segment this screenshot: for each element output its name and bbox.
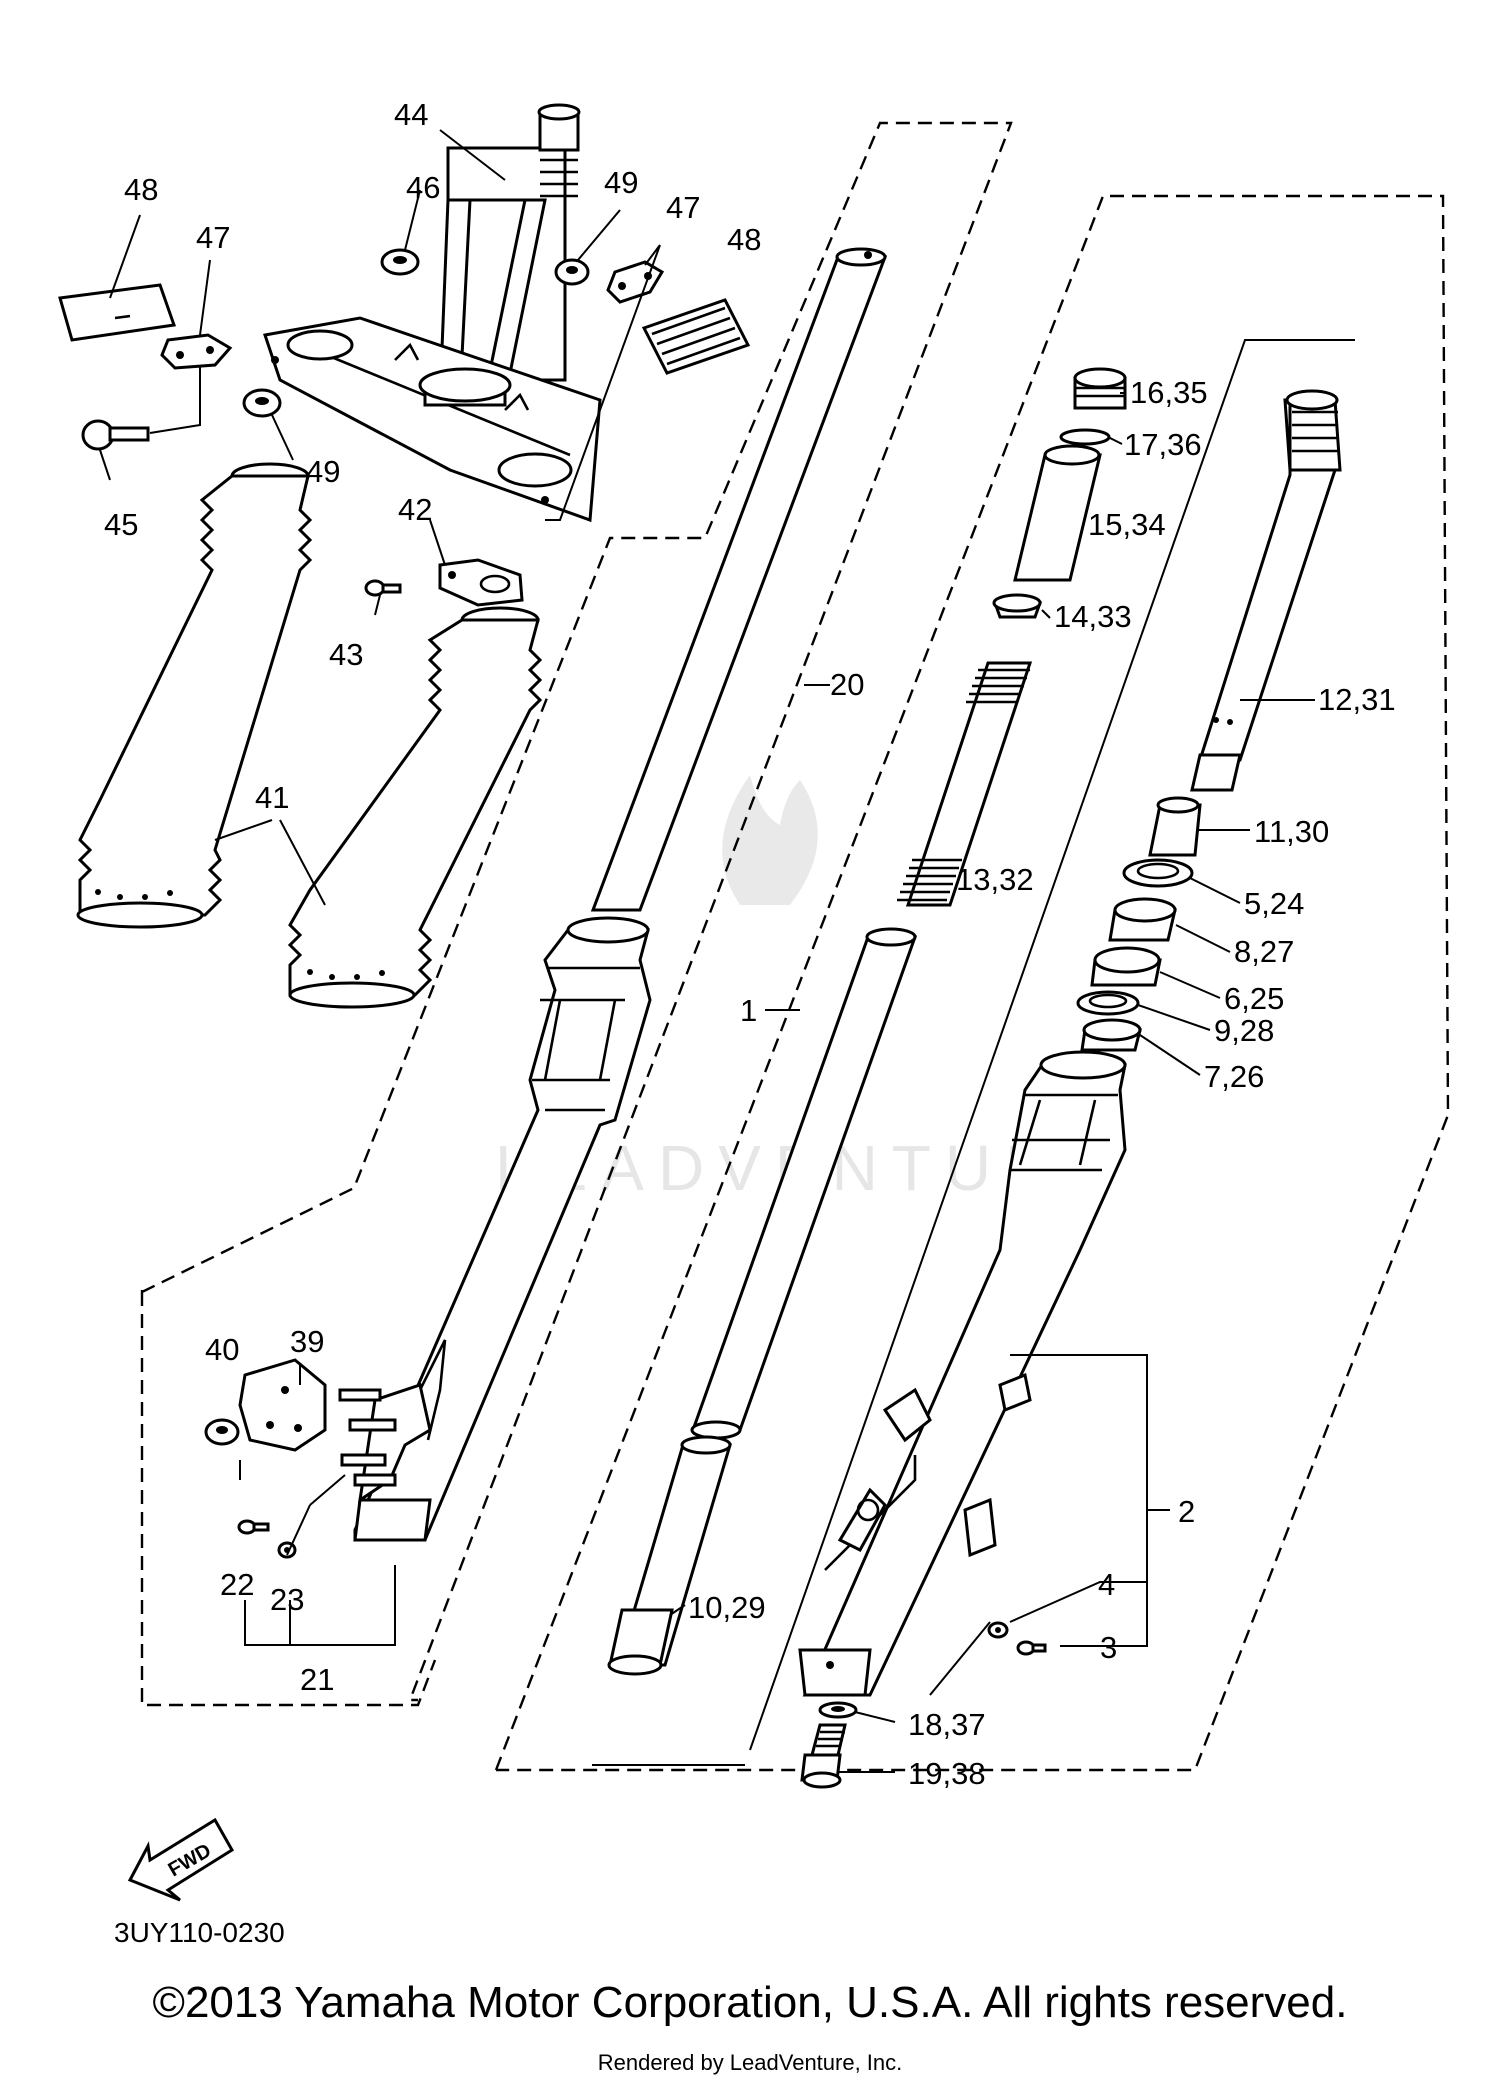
label-23: 23 [270, 1582, 304, 1617]
spacer-15-34 [1013, 444, 1102, 582]
axle-holder-39 [238, 1358, 327, 1452]
label-4: 4 [1098, 1567, 1115, 1602]
dust-seal-5-24 [1122, 858, 1194, 888]
bolt-45 [81, 419, 150, 451]
piston-metal-11-30 [1148, 796, 1202, 857]
nut-40 [204, 1418, 240, 1446]
o-ring-17-36 [1059, 428, 1111, 446]
cap-bolt-16-35 [1073, 367, 1127, 410]
label-22: 22 [220, 1567, 254, 1602]
label-46: 46 [406, 170, 440, 205]
taper-spindle-10-29 [607, 1435, 733, 1676]
label-18-37: 18,37 [908, 1707, 986, 1742]
label-5-24: 5,24 [1244, 886, 1304, 921]
label-45: 45 [104, 507, 138, 542]
studs [338, 1388, 397, 1487]
drain-bolt-3 [1016, 1640, 1047, 1656]
label-49-top: 49 [604, 165, 638, 200]
label-39: 39 [290, 1324, 324, 1359]
label-48-left: 48 [124, 172, 158, 207]
label-9-28: 9,28 [1214, 1013, 1274, 1048]
label-40: 40 [205, 1332, 239, 1367]
label-7-26: 7,26 [1204, 1059, 1264, 1094]
fork-boot-41-right [287, 606, 543, 1009]
part-labels: 44 46 49 47 48 48 47 45 49 42 43 41 20 1… [104, 97, 1396, 1791]
label-21: 21 [300, 1662, 334, 1697]
label-2: 2 [1178, 1494, 1195, 1529]
label-16-35: 16,35 [1130, 375, 1208, 410]
label-11-30: 11,30 [1254, 814, 1329, 849]
guide-42 [438, 558, 524, 607]
steering-stem-44 [263, 103, 602, 523]
copper-washer-18-37 [818, 1701, 858, 1719]
label-19-38: 19,38 [908, 1756, 986, 1791]
rendered-by-credit: Rendered by LeadVenture, Inc. [597, 2050, 903, 2075]
label-1: 1 [740, 993, 757, 1028]
collar-46 [380, 248, 420, 276]
label-14-33: 14,33 [1054, 599, 1132, 634]
inner-tube-12-31 [1190, 389, 1342, 792]
label-44: 44 [394, 97, 428, 132]
label-15-34: 15,34 [1088, 507, 1166, 542]
label-17-36: 17,36 [1124, 427, 1202, 462]
dashed-outline-right [494, 194, 1450, 1772]
bracket-47-right [606, 260, 665, 304]
fork-spring-13-32 [897, 661, 1033, 907]
label-20: 20 [830, 667, 864, 702]
outer-tube-left [353, 916, 652, 1542]
washer-9-28 [1076, 990, 1140, 1016]
label-49-bottom: 49 [306, 454, 340, 489]
copyright-notice: ©2013 Yamaha Motor Corporation, U.S.A. A… [152, 1978, 1348, 2027]
label-8-27: 8,27 [1234, 934, 1294, 969]
collar-49-upper [554, 258, 590, 286]
label-48-right: 48 [727, 222, 761, 257]
allen-bolt-19-38 [800, 1723, 847, 1789]
label-10-29: 10,29 [688, 1590, 766, 1625]
leader-lines [99, 129, 1355, 1773]
label-13-32: 13,32 [956, 862, 1034, 897]
collar-49-lower [242, 388, 282, 418]
damper-rod-1 [690, 927, 918, 1440]
screw-22 [237, 1519, 270, 1535]
spring-seat-14-33 [992, 593, 1043, 619]
reflector-48-left [58, 283, 177, 342]
screw-43 [364, 579, 402, 597]
label-43: 43 [329, 637, 363, 672]
label-47-right: 47 [666, 190, 700, 225]
fwd-arrow-icon: FWD [127, 1817, 235, 1902]
dashed-outline-left [140, 121, 1013, 1707]
label-6-25: 6,25 [1224, 981, 1284, 1016]
diagram-code: 3UY110-0230 [114, 1917, 285, 1948]
inner-tube-20 [590, 247, 888, 912]
fork-boot-41-left [76, 462, 313, 929]
oil-seal-6-25 [1090, 946, 1162, 987]
label-12-31: 12,31 [1318, 682, 1396, 717]
label-47-left: 47 [196, 220, 230, 255]
stopper-ring-8-27 [1108, 897, 1177, 942]
gasket-4 [987, 1621, 1009, 1639]
metal-7-26 [1080, 1018, 1142, 1052]
bracket-47-left [160, 333, 233, 370]
reflector-48-right [641, 298, 751, 375]
label-3: 3 [1100, 1630, 1117, 1665]
outer-tube-2 [798, 1050, 1127, 1697]
label-42: 42 [398, 492, 432, 527]
label-41: 41 [255, 780, 289, 815]
